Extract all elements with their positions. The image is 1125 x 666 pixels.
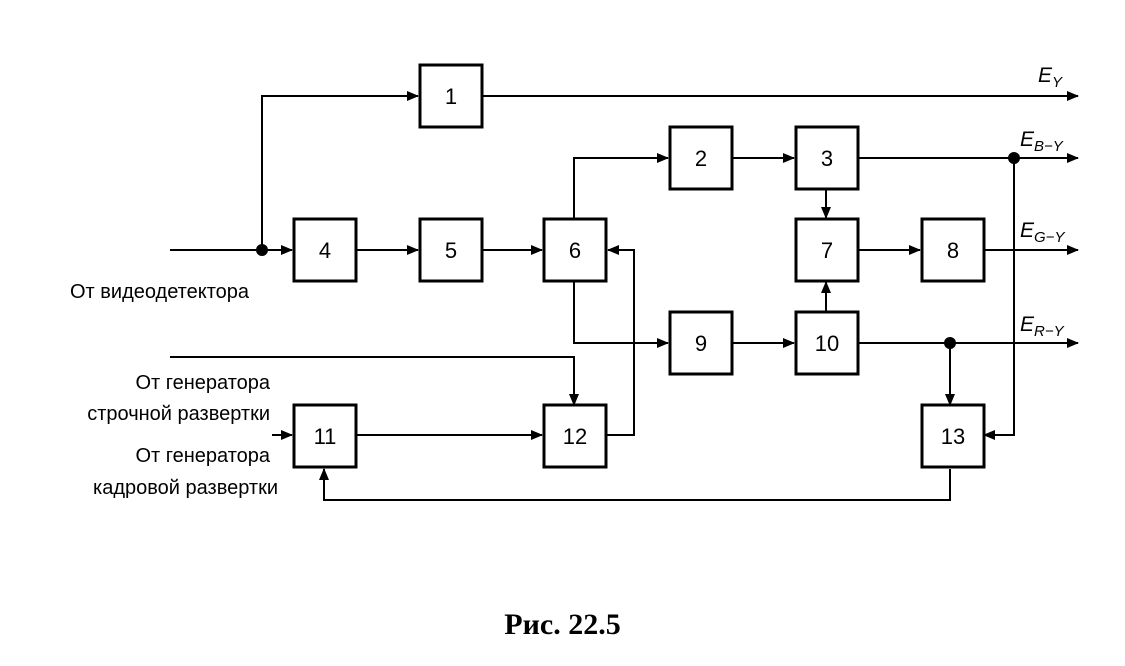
output-label-egy: EG−Y bbox=[1020, 219, 1065, 246]
block-3: 3 bbox=[794, 125, 860, 191]
output-label-ey: EY bbox=[1038, 64, 1063, 91]
junction-dot bbox=[256, 244, 268, 256]
block-13-label: 13 bbox=[941, 424, 965, 449]
junctions bbox=[256, 152, 1020, 349]
block-7: 7 bbox=[794, 217, 860, 283]
block-3-label: 3 bbox=[821, 146, 833, 171]
block-4-label: 4 bbox=[319, 238, 331, 263]
output-label-ery: ER−Y bbox=[1020, 313, 1065, 340]
input-label-line-scan-2: строчной развертки bbox=[87, 403, 270, 425]
block-11-label: 11 bbox=[314, 424, 337, 449]
block-4: 4 bbox=[292, 217, 358, 283]
block-13: 13 bbox=[920, 403, 986, 469]
input-label-frame-scan-1: От генератора bbox=[135, 445, 270, 467]
block-10-label: 10 bbox=[815, 331, 839, 356]
block-9: 9 bbox=[668, 310, 734, 376]
output-label-eby: EB−Y bbox=[1020, 128, 1064, 155]
block-8: 8 bbox=[920, 217, 986, 283]
block-5: 5 bbox=[418, 217, 484, 283]
block-11: 11 bbox=[292, 403, 358, 469]
junction-dot bbox=[944, 337, 956, 349]
block-2: 2 bbox=[668, 125, 734, 191]
block-12-label: 12 bbox=[563, 424, 587, 449]
figure-caption: Рис. 22.5 bbox=[504, 608, 621, 641]
connections bbox=[170, 91, 1079, 501]
wire-branch-to-1 bbox=[261, 91, 419, 250]
block-10: 10 bbox=[794, 310, 860, 376]
wire-12-to-6 bbox=[606, 245, 635, 436]
input-label-video: От видеодетектора bbox=[70, 281, 250, 303]
junction-dot bbox=[1008, 152, 1020, 164]
block-5-label: 5 bbox=[445, 238, 457, 263]
block-9-label: 9 bbox=[695, 331, 707, 356]
wire-6-to-2 bbox=[573, 153, 669, 218]
wire-eby-to-13 bbox=[983, 158, 1015, 440]
input-label-frame-scan-2: кадровой развертки bbox=[93, 477, 278, 499]
block-1: 1 bbox=[418, 63, 484, 129]
wire-13-to-11 bbox=[319, 468, 951, 501]
input-label-line-scan-1: От генератора bbox=[135, 372, 270, 394]
block-12: 12 bbox=[542, 403, 608, 469]
block-2-label: 2 bbox=[695, 146, 707, 171]
block-8-label: 8 bbox=[947, 238, 959, 263]
block-6-label: 6 bbox=[569, 238, 581, 263]
block-7-label: 7 bbox=[821, 238, 833, 263]
block-6: 6 bbox=[542, 217, 608, 283]
block-1-label: 1 bbox=[445, 84, 457, 109]
wire-line-scan-to-12 bbox=[170, 356, 579, 406]
wire-6-to-9 bbox=[573, 282, 669, 348]
